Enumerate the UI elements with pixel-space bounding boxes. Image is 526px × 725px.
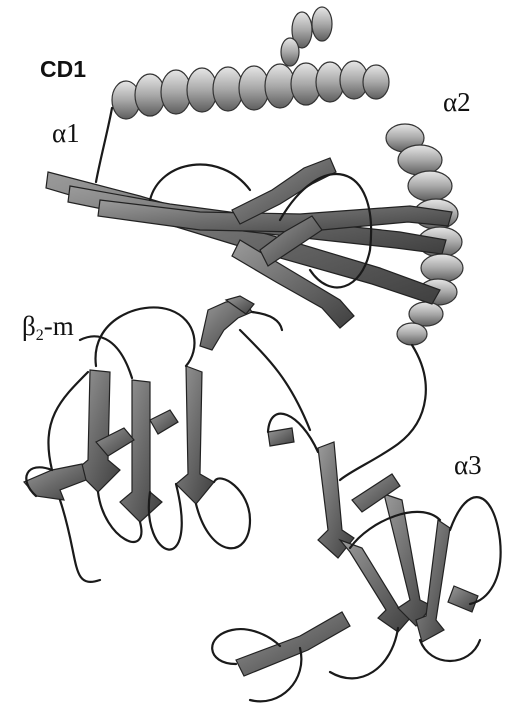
label-beta2m: β2-m xyxy=(22,311,74,345)
label-beta2m-base: β xyxy=(22,311,36,341)
alpha1-helix xyxy=(112,61,389,119)
label-alpha1: α1 xyxy=(52,118,80,149)
diagram-title: CD1 xyxy=(40,56,86,83)
label-alpha3: α3 xyxy=(454,450,482,481)
alpha1-top-turn xyxy=(281,7,332,66)
label-beta2m-suffix: -m xyxy=(44,311,74,341)
label-beta2m-subscript: 2 xyxy=(36,327,44,344)
label-alpha2: α2 xyxy=(443,87,471,118)
